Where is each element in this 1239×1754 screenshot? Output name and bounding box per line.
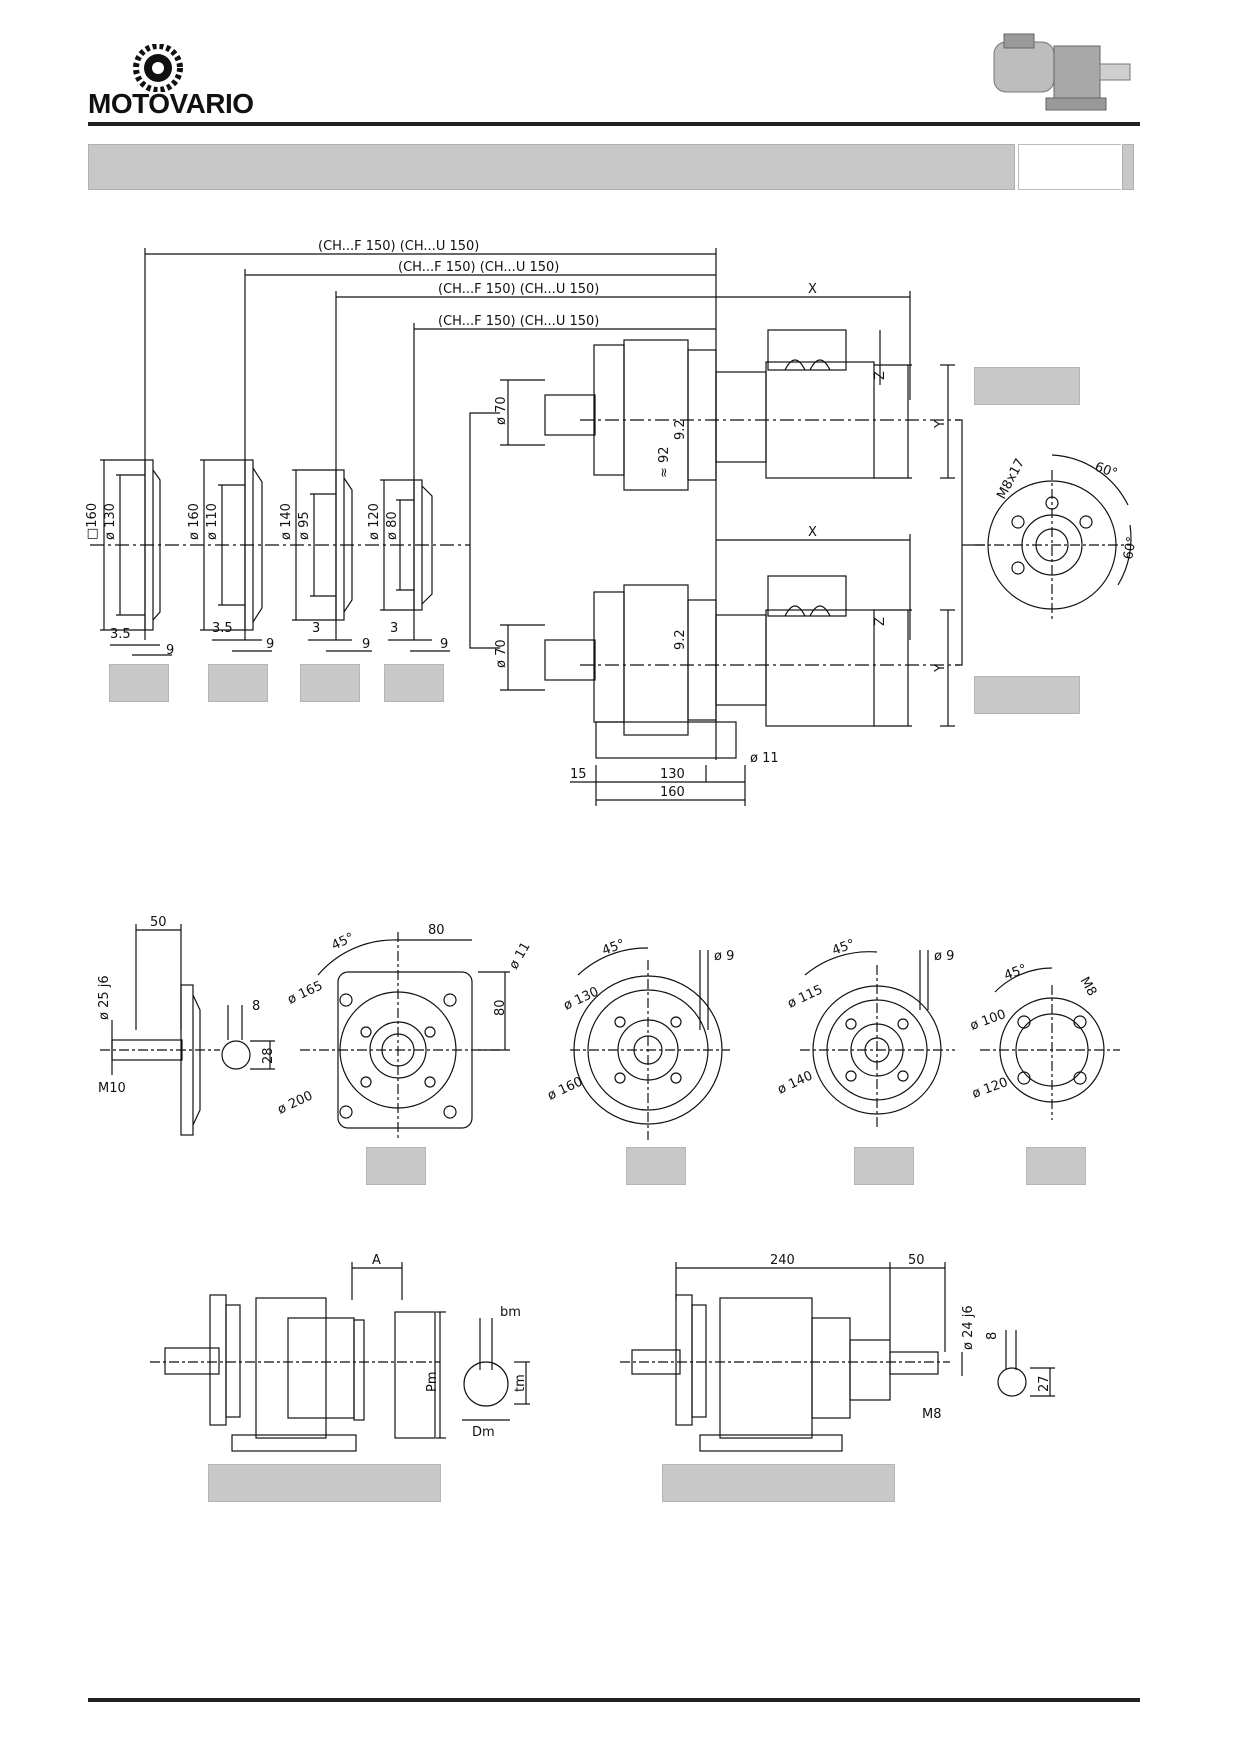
flangeview-angle1: 60° [1093, 460, 1120, 482]
shaft-dia: ø 25 j6 [97, 975, 112, 1020]
bl-tm: tm [513, 1374, 528, 1392]
br-key-w: 8 [985, 1332, 1000, 1340]
y-dim-bottom: Y [933, 664, 948, 673]
shaft-length: 50 [150, 915, 167, 930]
flange-label-1 [109, 664, 169, 702]
flange1-outer: □160 [85, 503, 100, 540]
flange2-inner: ø 110 [205, 503, 220, 540]
fv1-dim2: 80 [493, 999, 508, 1016]
fv4-angle: 45° [1002, 962, 1029, 984]
shaft-thread: M10 [98, 1081, 126, 1096]
br-key-h: 27 [1037, 1375, 1052, 1392]
offset-top: 9.2 [673, 419, 688, 440]
flange3-outer: ø 140 [279, 503, 294, 540]
brand-logo: MOTOVARIO [88, 44, 268, 122]
header-rule [88, 122, 1140, 126]
fv3-hole: ø 9 [934, 949, 954, 964]
fv1-dim1: 80 [428, 923, 445, 938]
br-dia: ø 24 j6 [961, 1305, 976, 1350]
x-dim-bottom: X [808, 525, 817, 540]
flange-label-4 [384, 664, 444, 702]
z-dim-bottom: Z [873, 617, 888, 626]
flangeview-label-1 [366, 1147, 426, 1185]
fv1-hole: ø 11 [506, 940, 533, 972]
bottom-label-left [208, 1464, 441, 1502]
shaft-dia-bottom: ø 70 [494, 639, 509, 668]
flange4-offset: 3 [390, 621, 398, 636]
fv3-outer: ø 140 [775, 1068, 815, 1097]
fv1-angle: 45° [329, 930, 356, 953]
fv2-hole: ø 9 [714, 949, 734, 964]
flange-label-3 [300, 664, 360, 702]
flange2-offset: 3.5 [212, 621, 233, 636]
brand-name: MOTOVARIO [88, 88, 254, 119]
offset-bottom: 9.2 [673, 629, 688, 650]
shaft-key-h: 28 [261, 1047, 276, 1064]
title-band-end [1122, 144, 1134, 190]
fv3-pcd: ø 115 [785, 982, 825, 1011]
flange3-offset: 3 [312, 621, 320, 636]
z-dim-top: Z [873, 371, 888, 380]
flangeview-angle2: 60° [1121, 535, 1140, 560]
shaft-dia-top: ø 70 [494, 396, 509, 425]
flange1-inner: ø 130 [103, 503, 118, 540]
flangeview-label-4 [1026, 1147, 1086, 1185]
fv4-pcd: ø 100 [968, 1007, 1008, 1034]
motor-label-bottom [974, 676, 1080, 714]
flange2-thick: 9 [266, 637, 274, 652]
approx-92: ≈ 92 [657, 446, 672, 478]
title-band [88, 144, 1015, 190]
bl-bm: bm [500, 1305, 521, 1320]
flange1-thick: 9 [166, 643, 174, 658]
br-length: 240 [770, 1253, 795, 1268]
foot-dim-b: 130 [660, 767, 685, 782]
bottom-label-right [662, 1464, 895, 1502]
flange3-thick: 9 [362, 637, 370, 652]
fv4-outer: ø 120 [970, 1075, 1010, 1102]
ch-label-3: (CH...F 150) (CH...U 150) [438, 282, 599, 297]
flangeview-label-2 [626, 1147, 686, 1185]
foot-hole: ø 11 [750, 751, 779, 766]
shaft-key-w: 8 [252, 999, 260, 1014]
ch-label-1: (CH...F 150) (CH...U 150) [318, 239, 479, 254]
x-dim-top: X [808, 282, 817, 297]
ch-label-4: (CH...F 150) (CH...U 150) [438, 314, 599, 329]
flange1-offset: 3.5 [110, 627, 131, 642]
fv3-angle: 45° [830, 937, 857, 959]
foot-dim-c: 160 [660, 785, 685, 800]
br-thread: M8 [922, 1407, 942, 1422]
flange3-inner: ø 95 [297, 511, 312, 540]
flange4-outer: ø 120 [367, 503, 382, 540]
fv1-outer: ø 200 [275, 1088, 315, 1117]
flangeview-label-3 [854, 1147, 914, 1185]
title-band-tab [1018, 144, 1121, 190]
fv2-angle: 45° [600, 937, 627, 959]
flange4-inner: ø 80 [385, 511, 400, 540]
ch-label-2: (CH...F 150) (CH...U 150) [398, 260, 559, 275]
bl-a: A [372, 1253, 381, 1268]
fv2-outer: ø 160 [545, 1074, 585, 1103]
flange4-thick: 9 [440, 637, 448, 652]
foot-dim-a: 15 [570, 767, 587, 782]
flange2-outer: ø 160 [187, 503, 202, 540]
fv4-thread: M8 [1077, 975, 1100, 999]
fv1-pcd: ø 165 [285, 978, 325, 1007]
fv2-pcd: ø 130 [561, 984, 601, 1013]
br-ext: 50 [908, 1253, 925, 1268]
motor-label-top [974, 367, 1080, 405]
bl-dm: Dm [472, 1425, 495, 1440]
motovario-gear-logo-icon [133, 44, 183, 92]
gearmotor-product-icon [993, 33, 1131, 111]
y-dim-top: Y [933, 420, 948, 429]
flange-label-2 [208, 664, 268, 702]
bl-pm: Pm [425, 1371, 440, 1392]
footer-rule [88, 1698, 1140, 1702]
